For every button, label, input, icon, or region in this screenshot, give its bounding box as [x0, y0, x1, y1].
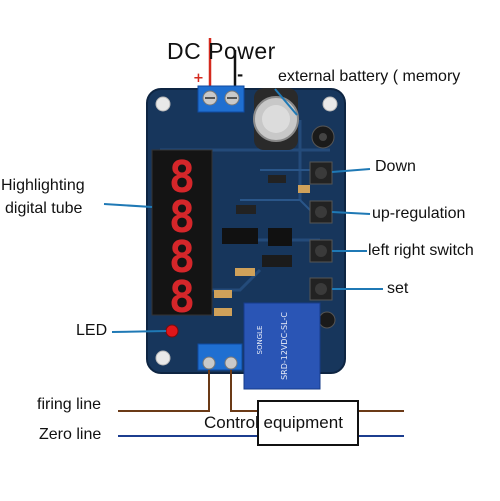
- diagram-title: DC Power: [167, 38, 276, 64]
- digital-tube: 8 8 8 8: [151, 149, 213, 323]
- label-up-regulation: up-regulation: [372, 205, 466, 222]
- label-left-right-switch: left right switch: [368, 242, 474, 259]
- label-down: Down: [375, 158, 416, 175]
- button-left-right: [309, 239, 333, 263]
- button-set: [309, 277, 333, 301]
- relay-brand: SONGLE: [256, 326, 264, 355]
- button-up: [309, 200, 333, 224]
- led-icon: [165, 324, 179, 338]
- power-terminal: [197, 85, 245, 113]
- label-highlighting-line1: Highlighting: [1, 177, 85, 194]
- label-control-equipment: Control equipment: [204, 413, 343, 432]
- svg-text:8: 8: [169, 232, 196, 283]
- coin-battery-icon: [253, 88, 299, 150]
- leader-lines: [103, 88, 383, 333]
- relay-text: SRD-12VDC-SL-C: [280, 312, 289, 380]
- label-zero-line: Zero line: [39, 426, 102, 443]
- label-highlighting-line2: digital tube: [5, 200, 83, 217]
- label-led: LED: [76, 322, 108, 339]
- polarity-minus: -: [237, 66, 243, 84]
- button-down: [309, 161, 333, 185]
- svg-text:8: 8: [169, 152, 196, 203]
- label-firing-line: firing line: [37, 396, 102, 413]
- output-terminal: [197, 343, 243, 371]
- control-equipment-box: [257, 400, 359, 446]
- output-wiring: [118, 370, 404, 446]
- polarity-plus: +: [193, 71, 204, 86]
- svg-text:8: 8: [169, 192, 196, 243]
- label-external-battery: external battery ( memory: [278, 68, 461, 85]
- svg-text:8: 8: [169, 272, 196, 323]
- relay-icon: SRD-12VDC-SL-C SONGLE: [243, 302, 321, 390]
- label-set: set: [387, 280, 409, 297]
